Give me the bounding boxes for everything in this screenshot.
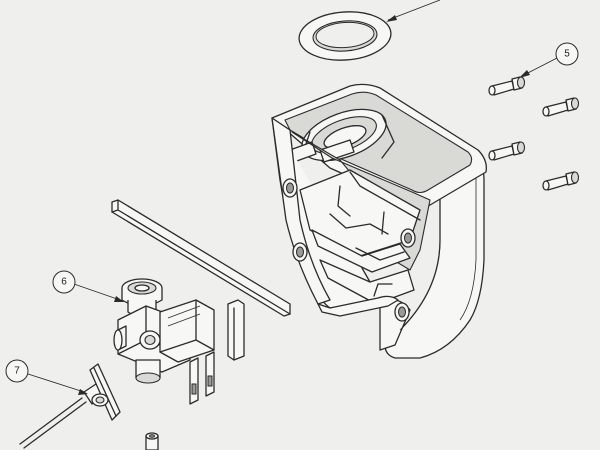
screw-1 [488, 76, 526, 96]
callout-5-arrow [519, 70, 530, 78]
callout-balloon-6: 6 [52, 270, 76, 294]
callout-label-5: 5 [564, 49, 570, 60]
callout-6-leader [73, 283, 121, 301]
gasket-ring [298, 11, 392, 61]
solenoid-valve [113, 278, 215, 405]
screw-2 [542, 97, 580, 117]
callout-label-7: 7 [14, 366, 20, 377]
screw-3 [488, 141, 526, 161]
small-pad [227, 299, 245, 361]
gasket-leader-line [387, 0, 441, 21]
callout-7-leader [27, 373, 85, 393]
callout-label-6: 6 [61, 277, 67, 288]
callout-balloon-5: 5 [555, 42, 579, 66]
screw-4 [542, 171, 580, 191]
gasket-leader-arrow [386, 15, 397, 22]
probe-sensor [19, 363, 121, 449]
flat-strip [111, 199, 291, 317]
callout-6-arrow [114, 296, 124, 302]
standoff-pin [145, 432, 159, 450]
callout-balloon-7: 7 [5, 359, 29, 383]
main-housing [271, 83, 487, 359]
callout-7-arrow [78, 389, 88, 395]
